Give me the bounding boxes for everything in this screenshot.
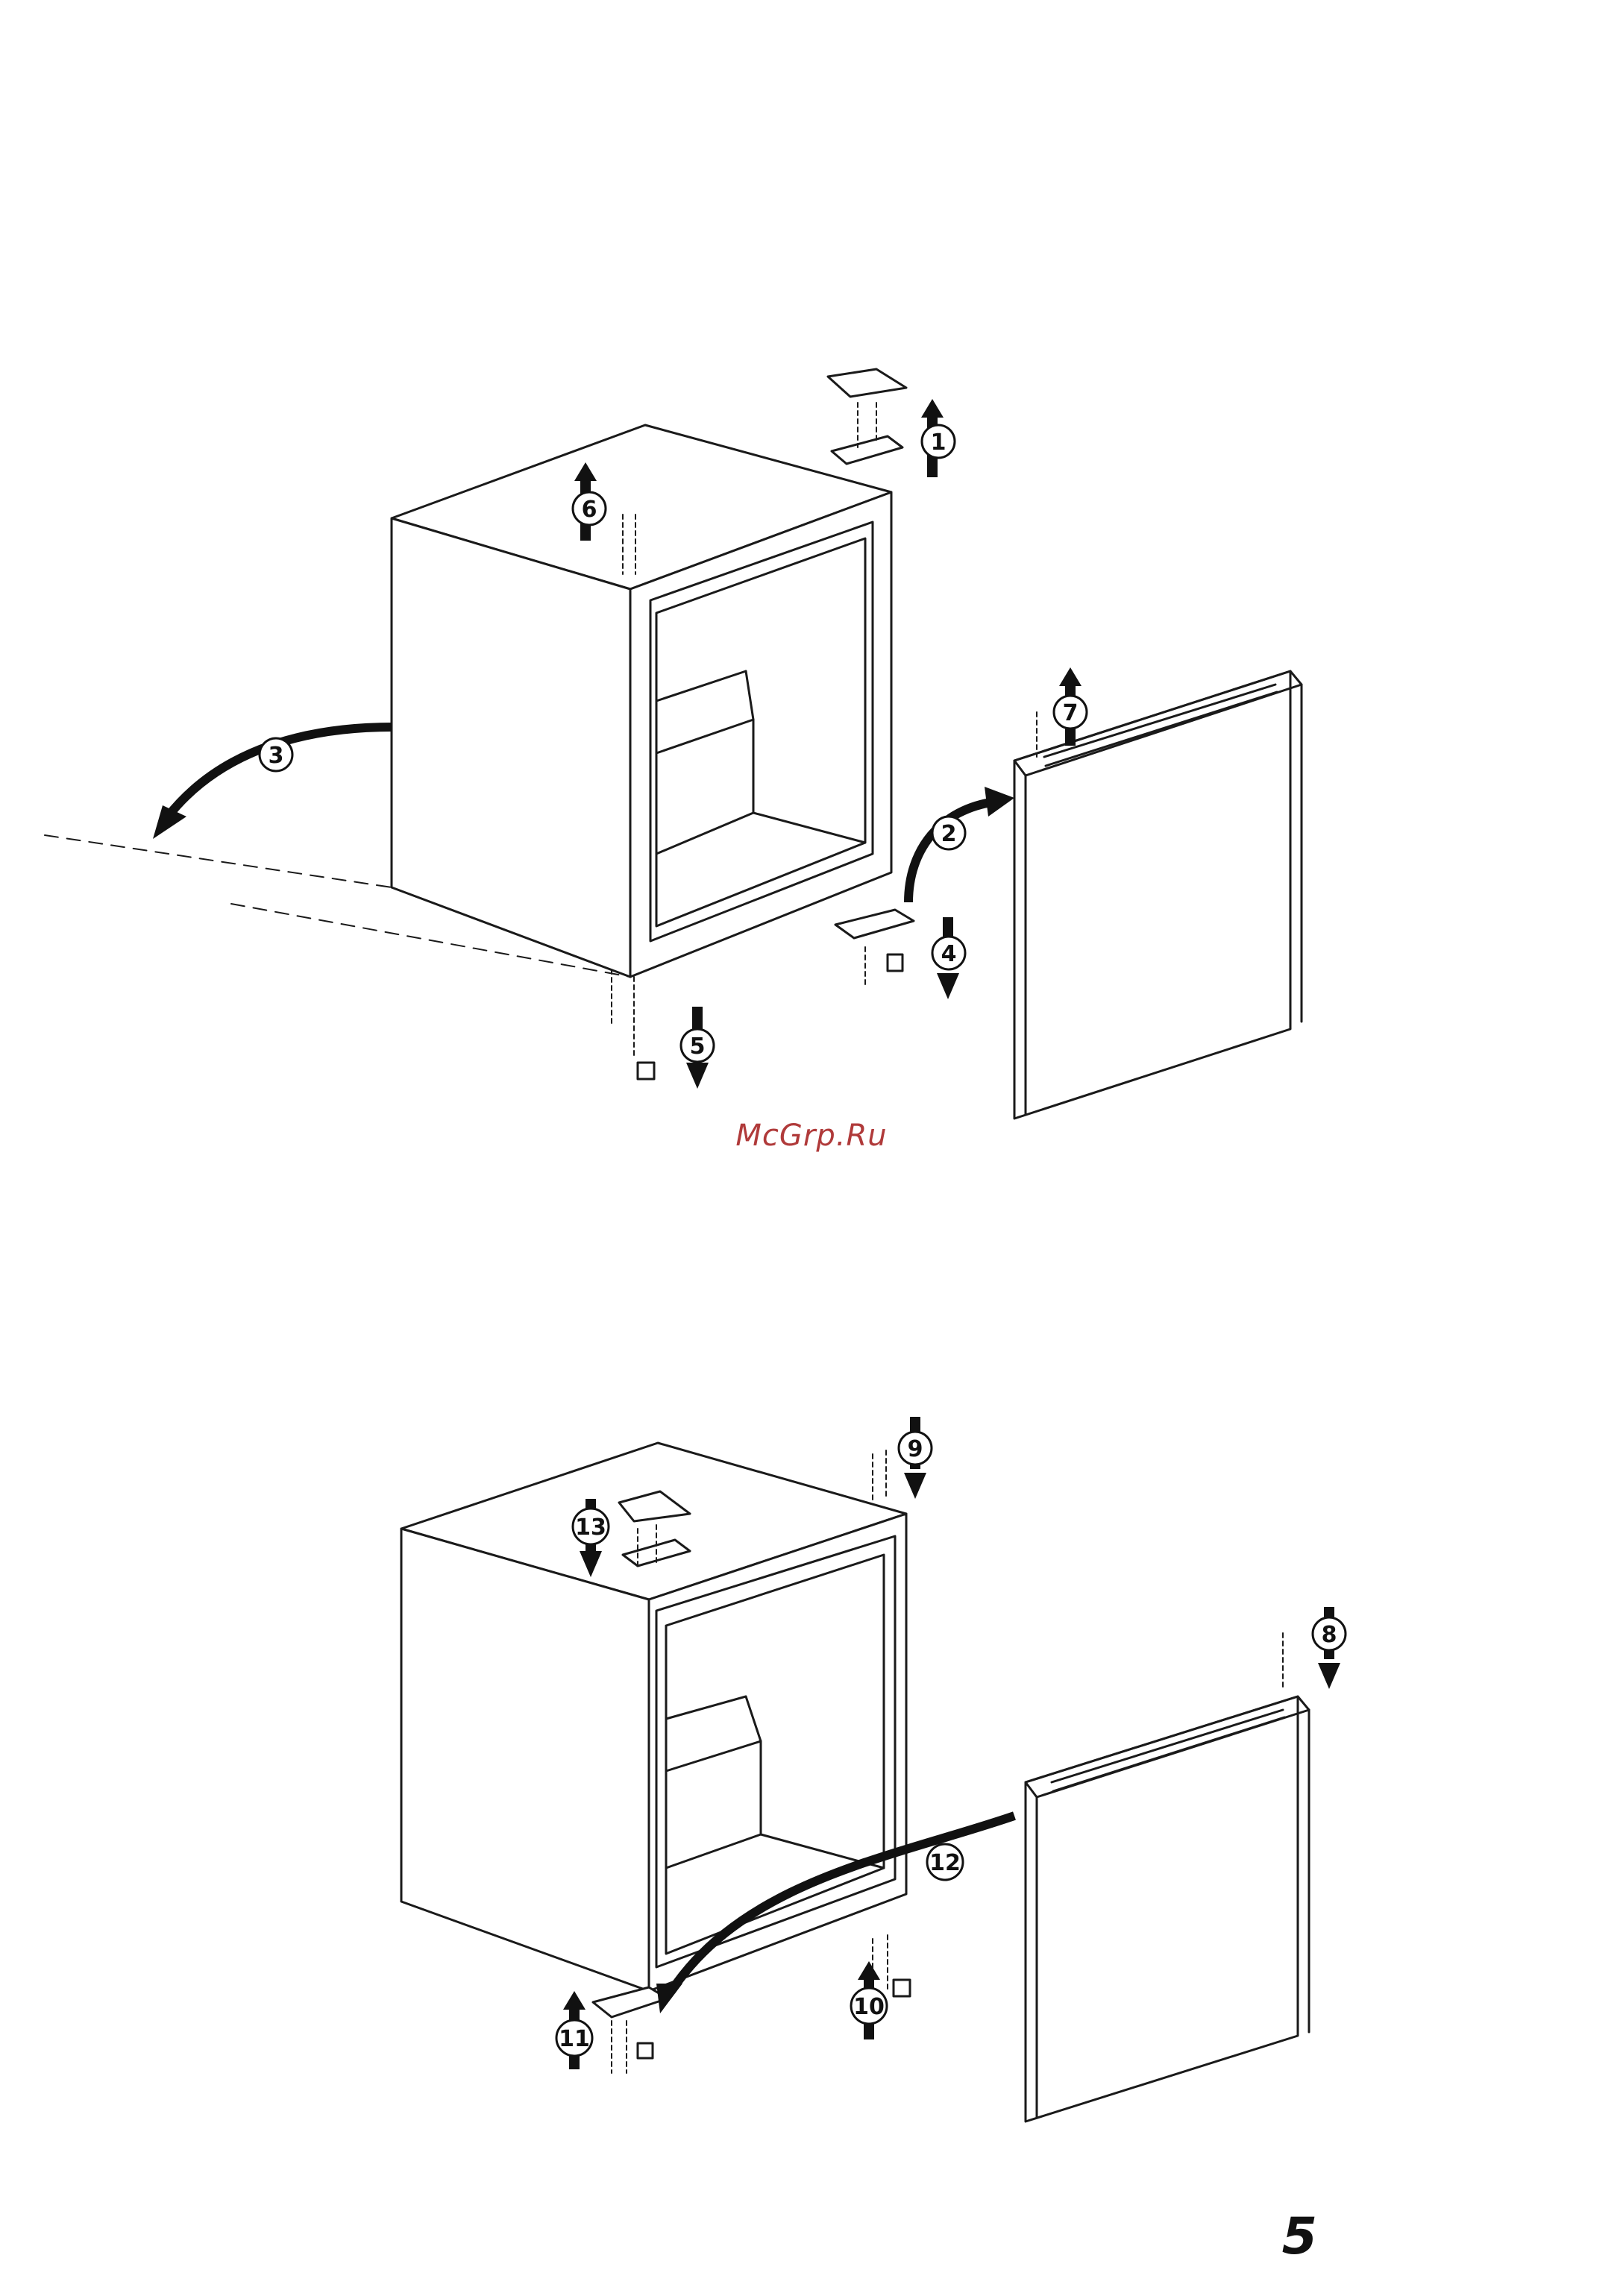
step-badge-7: 7 [1054,696,1087,729]
step-badge-8: 8 [1313,1617,1346,1650]
step-badge-1: 1 [922,425,955,458]
door-removal-drawing: 1 2 3 4 5 6 7 [0,0,1623,1163]
bottom-hinge [835,910,914,984]
step-badge-10: 10 [851,1988,887,2024]
svg-text:8: 8 [1322,1622,1337,1648]
top-hinge-cover [828,369,906,464]
door-reinstall-figure: 8 9 10 11 12 13 [0,1163,1623,2296]
step-badge-4: 4 [932,937,965,969]
svg-text:12: 12 [929,1850,961,1876]
leveling-foot [612,969,654,1079]
svg-text:11: 11 [559,2026,590,2052]
svg-text:3: 3 [269,743,284,769]
step-badge-11: 11 [556,2020,592,2056]
svg-text:9: 9 [908,1436,923,1462]
step-badge-3: 3 [260,738,292,771]
fridge-door [1014,671,1302,1119]
step-badge-13: 13 [573,1509,609,1544]
leveling-foot [873,1935,910,1996]
watermark: McGrp.Ru [0,1119,1623,1153]
step-badge-5: 5 [681,1029,714,1062]
top-screws [873,1450,886,1503]
svg-text:5: 5 [690,1034,706,1060]
svg-text:7: 7 [1063,700,1079,726]
step-badge-9: 9 [899,1432,932,1465]
svg-text:1: 1 [931,430,947,456]
step-badge-12: 12 [927,1844,963,1880]
svg-text:6: 6 [582,497,597,523]
step-badge-2: 2 [932,817,965,849]
svg-text:4: 4 [941,941,957,967]
bottom-hinge [593,1987,668,2073]
fridge-door [1026,1696,1309,2122]
door-reinstall-drawing: 8 9 10 11 12 13 [0,1163,1623,2296]
page-number: 5 [1282,2207,1317,2266]
fridge-cabinet [401,1443,906,1991]
svg-text:2: 2 [941,821,957,847]
step-badge-6: 6 [573,492,606,525]
svg-text:10: 10 [853,1994,885,2020]
svg-text:13: 13 [575,1515,606,1541]
door-removal-figure: 1 2 3 4 5 6 7 [0,0,1623,1163]
fridge-cabinet [392,425,891,977]
